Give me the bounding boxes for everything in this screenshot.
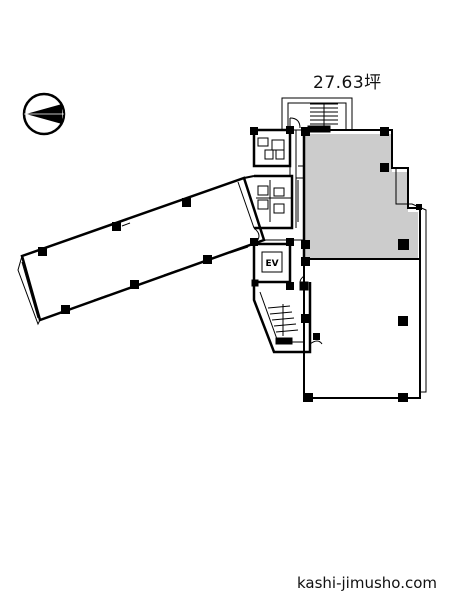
left-wing-columns [38,198,212,314]
columns [301,127,422,402]
core-columns [250,126,294,290]
right-building-walls [302,129,427,399]
left-wing-windows [93,222,249,301]
left-wing [17,175,266,326]
corridor [264,166,304,241]
floor-area-label: 27.63坪 [313,73,382,93]
lower-stair-steps [251,279,309,345]
elevator: EV [261,251,283,273]
top-stair [281,97,353,133]
highlighted-unit [304,134,418,258]
site-url: kashi-jimusho.com [297,574,438,592]
north-arrow-icon [22,92,66,136]
elevator-label: EV [265,259,278,269]
toilet-fixtures [256,137,299,222]
